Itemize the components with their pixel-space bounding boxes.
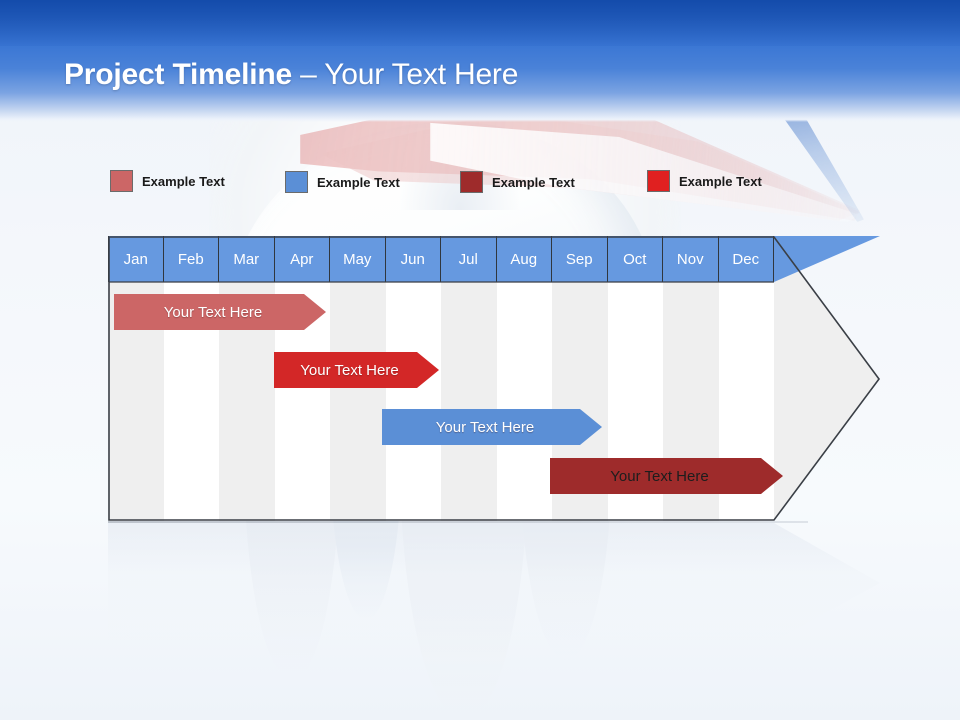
month-header-oct[interactable]: Oct bbox=[607, 236, 663, 282]
legend-label: Example Text bbox=[317, 174, 400, 190]
legend-label: Example Text bbox=[679, 173, 762, 189]
task-bar-label: Your Text Here bbox=[610, 467, 709, 485]
month-header-feb[interactable]: Feb bbox=[163, 236, 219, 282]
month-header-jun[interactable]: Jun bbox=[385, 236, 441, 282]
month-header-sep[interactable]: Sep bbox=[552, 236, 608, 282]
month-column-feb: Feb bbox=[163, 236, 219, 521]
month-column-aug: Aug bbox=[496, 236, 552, 521]
month-header-aug[interactable]: Aug bbox=[496, 236, 552, 282]
task-bar-1[interactable]: Your Text Here bbox=[114, 294, 326, 330]
month-header-may[interactable]: May bbox=[330, 236, 386, 282]
legend-item-3[interactable]: Example Text bbox=[460, 171, 575, 193]
header-band bbox=[0, 0, 960, 122]
legend-item-2[interactable]: Example Text bbox=[285, 171, 400, 193]
month-column-jul: Jul bbox=[441, 236, 497, 521]
legend-item-4[interactable]: Example Text bbox=[647, 170, 762, 192]
month-header-jan[interactable]: Jan bbox=[108, 236, 164, 282]
chart-reflection bbox=[108, 523, 880, 641]
legend-label: Example Text bbox=[492, 174, 575, 190]
task-bar-label: Your Text Here bbox=[300, 361, 399, 379]
legend-swatch-icon bbox=[110, 170, 133, 192]
task-bar-2[interactable]: Your Text Here bbox=[274, 352, 439, 388]
header-sheen bbox=[0, 0, 960, 46]
legend-swatch-icon bbox=[647, 170, 670, 192]
legend-swatch-icon bbox=[285, 171, 308, 193]
month-column-jan: Jan bbox=[108, 236, 164, 521]
month-header-apr[interactable]: Apr bbox=[274, 236, 330, 282]
month-header-mar[interactable]: Mar bbox=[219, 236, 275, 282]
legend-item-1[interactable]: Example Text bbox=[110, 170, 225, 192]
month-column-mar: Mar bbox=[219, 236, 275, 521]
task-bar-label: Your Text Here bbox=[435, 418, 535, 436]
page-title-strong: Project Timeline bbox=[64, 58, 292, 91]
month-header-jul[interactable]: Jul bbox=[441, 236, 497, 282]
legend-label: Example Text bbox=[142, 173, 225, 189]
task-bar-label: Your Text Here bbox=[163, 303, 263, 321]
page-title: Project Timeline – Your Text Here bbox=[64, 58, 518, 92]
chart-reflection-edge bbox=[108, 521, 808, 523]
page-title-light: – Your Text Here bbox=[292, 58, 519, 91]
month-header-nov[interactable]: Nov bbox=[663, 236, 719, 282]
legend-swatch-icon bbox=[460, 171, 483, 193]
task-bar-3[interactable]: Your Text Here bbox=[382, 409, 602, 445]
month-header-dec[interactable]: Dec bbox=[718, 236, 774, 282]
task-bar-4[interactable]: Your Text Here bbox=[550, 458, 783, 494]
